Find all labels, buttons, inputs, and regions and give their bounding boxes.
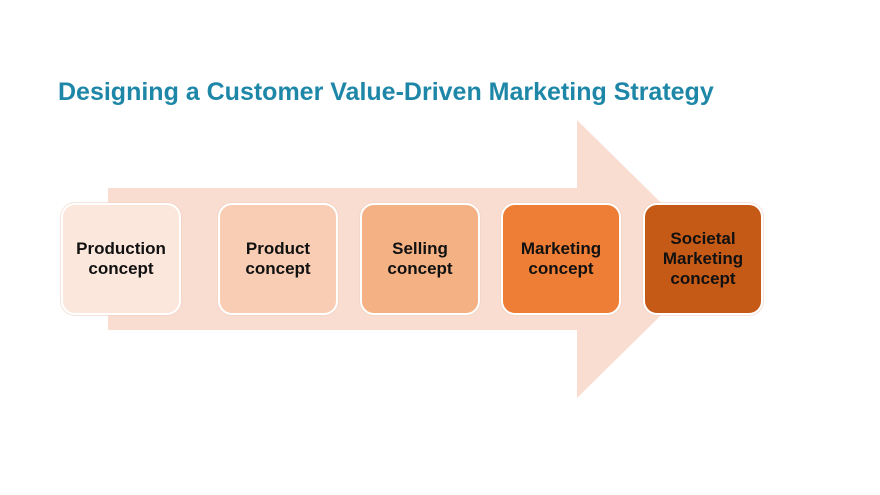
concept-label: Marketing concept bbox=[520, 239, 602, 278]
slide-title: Designing a Customer Value-Driven Market… bbox=[58, 78, 714, 106]
concept-box-marketing: Marketing concept bbox=[501, 203, 621, 315]
concept-box-product: Product concept bbox=[218, 203, 338, 315]
concept-label: Product concept bbox=[245, 239, 311, 278]
concept-label: Selling concept bbox=[387, 239, 453, 278]
concept-label: Production concept bbox=[76, 239, 166, 278]
concept-box-selling: Selling concept bbox=[360, 203, 480, 315]
concept-box-production: Production concept bbox=[61, 203, 181, 315]
concept-label: Societal Marketing concept bbox=[662, 229, 744, 288]
concept-box-societal-marketing: Societal Marketing concept bbox=[643, 203, 763, 315]
